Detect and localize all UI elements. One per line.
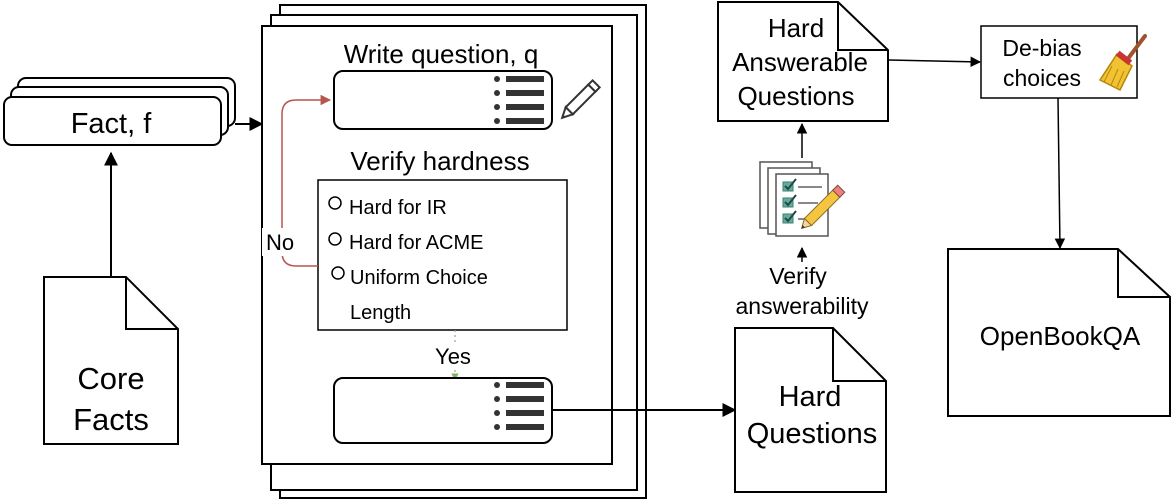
- verify-hardness-title: Verify hardness: [350, 146, 529, 176]
- hardness-option-label: Hard for ACME: [349, 232, 483, 254]
- radio-icon: [331, 266, 345, 280]
- hard-answerable-line3: Questions: [737, 81, 854, 111]
- hardness-checklist-box: Hard for IR Hard for ACME Uniform Choice…: [317, 179, 568, 331]
- hard-answerable-document: Hard Answerable Questions: [717, 1, 889, 122]
- fact-box: [3, 96, 222, 146]
- fact-stack: Fact, f: [3, 77, 236, 146]
- core-facts-line2: Facts: [73, 402, 149, 437]
- hardness-option: Hard for ACME: [328, 232, 483, 254]
- no-label: No: [266, 230, 294, 255]
- fact-label: Fact, f: [71, 108, 153, 140]
- question-input-box: [333, 70, 553, 130]
- hard-questions-document: Hard Questions: [734, 327, 887, 493]
- core-facts-line1: Core: [77, 361, 144, 396]
- write-question-title: Write question, q: [344, 39, 539, 69]
- hardness-option-label: Uniform Choice: [350, 267, 488, 289]
- radio-icon: [328, 196, 342, 210]
- radio-icon: [328, 232, 342, 246]
- hard-answerable-line2: Answerable: [732, 47, 868, 77]
- core-facts-document: Core Facts: [43, 276, 179, 445]
- list-icon: [494, 382, 544, 430]
- hard-questions-line2: Questions: [747, 418, 878, 450]
- openbookqa-label: OpenBookQA: [980, 321, 1141, 351]
- hard-answerable-line1: Hard: [768, 13, 824, 43]
- list-icon: [494, 76, 544, 124]
- hardness-option: Uniform Choice: [331, 266, 488, 289]
- no-loop-arrow: [281, 94, 332, 267]
- arrow-to-debias: [887, 56, 982, 68]
- broom-icon: [1098, 34, 1147, 92]
- verify-answerability-line2: answerability: [736, 293, 869, 319]
- debias-line1: De-bias: [1002, 35, 1081, 61]
- openbookqa-document: OpenBookQA: [947, 248, 1171, 417]
- yes-label: Yes: [435, 344, 471, 369]
- arrow-to-openbookqa: [1054, 97, 1066, 250]
- hardness-option: Hard for IR: [328, 196, 447, 219]
- verify-answerability-line1: Verify: [769, 263, 827, 289]
- pencil-icon: [560, 78, 602, 120]
- checklist-icon: [759, 161, 846, 237]
- debias-line2: choices: [1003, 65, 1081, 91]
- hardness-option-label: Length: [350, 302, 411, 324]
- final-question-box: [333, 377, 553, 444]
- hard-questions-line1: Hard: [779, 381, 842, 413]
- hardness-option-label: Hard for IR: [349, 197, 447, 219]
